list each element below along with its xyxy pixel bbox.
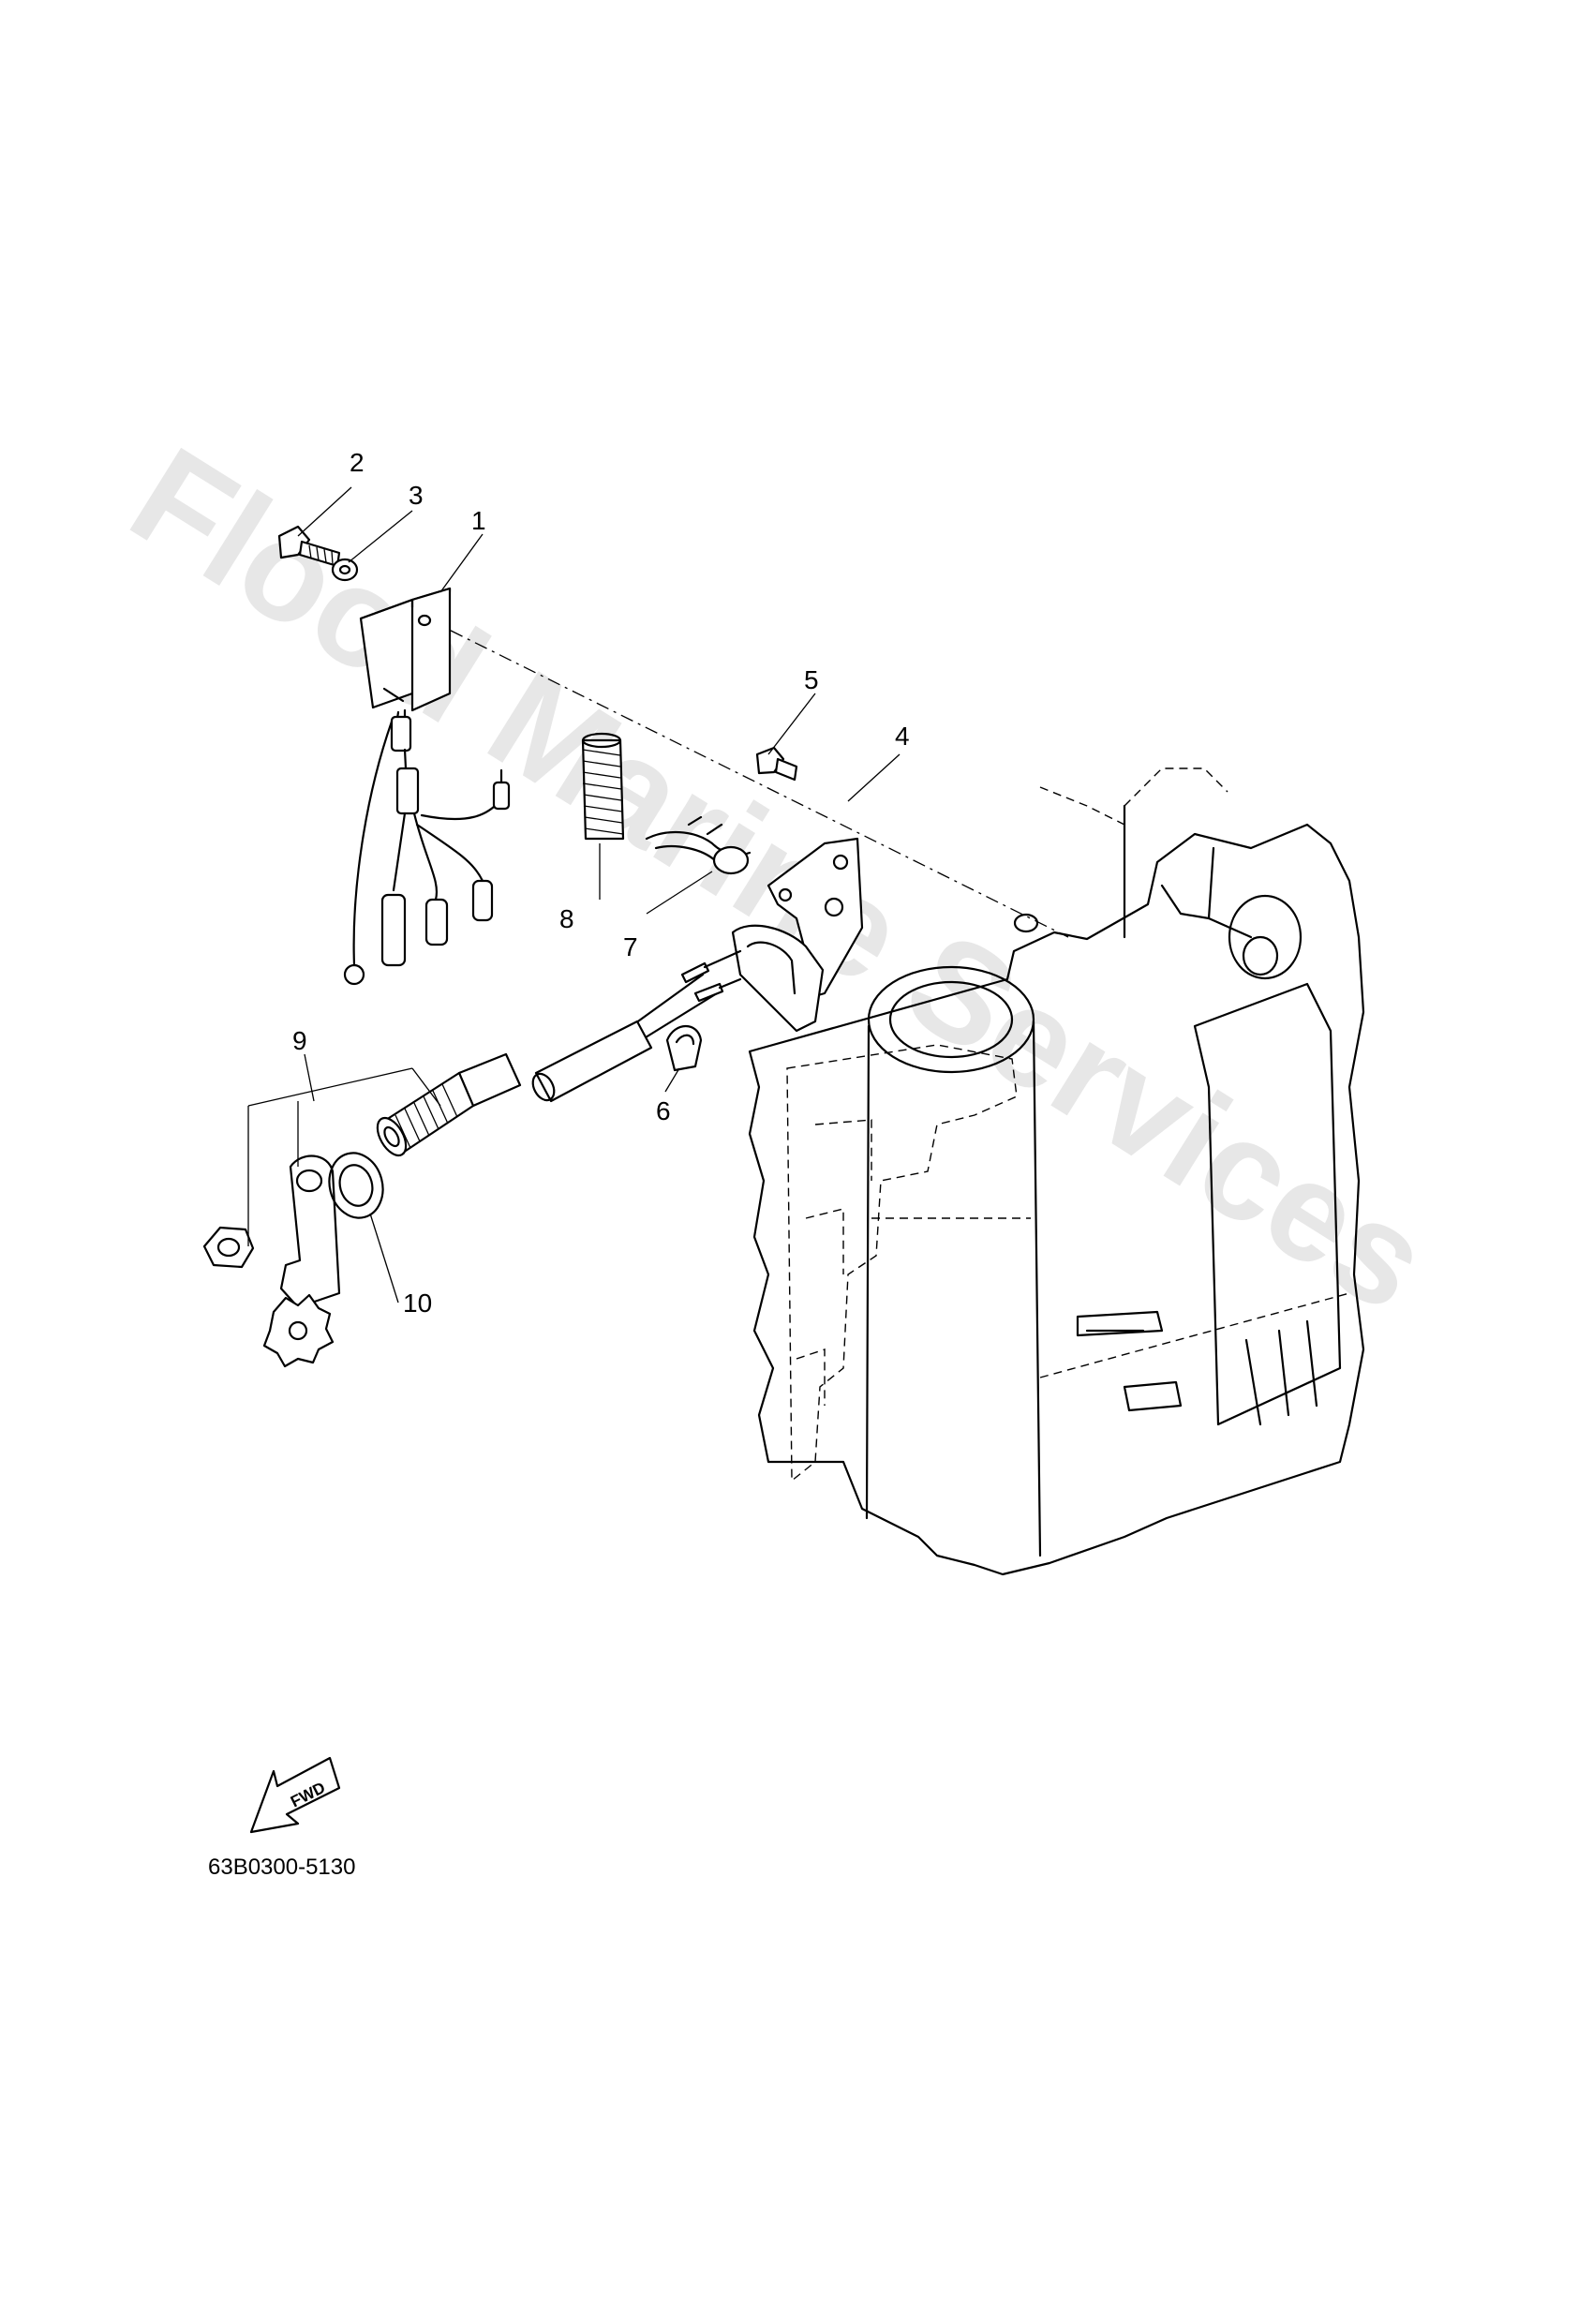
callout-5: 5 [804,665,819,694]
bolt-2 [277,525,341,568]
bolt-5 [755,746,798,782]
callout-2: 2 [350,448,365,477]
callout-8: 8 [559,904,574,933]
grommet-6 [665,1025,703,1072]
callout-7: 7 [623,932,638,961]
callout-1: 1 [471,506,486,535]
leader-lines [247,486,901,1304]
o-ring [328,1152,384,1219]
washer-3 [331,558,359,582]
diagram-part-code: 63B0300-5130 [208,1855,355,1880]
forward-arrow-icon: FWD [249,1756,341,1834]
wire-clamp [645,815,752,875]
callout-6: 6 [656,1096,671,1125]
cdi-unit [343,587,511,986]
engine-block [748,767,1365,1576]
alignment-line [425,618,1069,938]
terminal-holder [731,924,825,1033]
callout-4: 4 [895,722,910,751]
callout-10: 10 [403,1289,432,1318]
callout-3: 3 [409,481,424,510]
callout-9: 9 [292,1026,307,1055]
coil-sleeve [581,732,625,841]
neutral-switch [202,949,742,1368]
